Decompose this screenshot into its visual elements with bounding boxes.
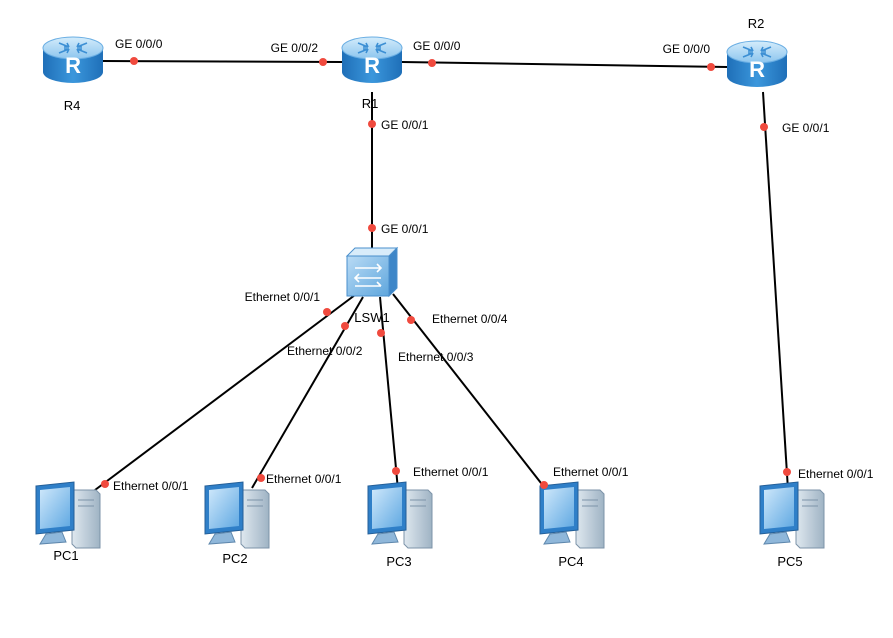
port-label-r4-r1-a: GE 0/0/0 [115,37,163,51]
switch-icon [345,246,399,298]
link-r1-r2[interactable] [401,61,728,68]
port-label-lsw1-pc4-a: Ethernet 0/0/4 [432,312,508,326]
router-icon: R [341,36,403,83]
router-r2[interactable]: R [726,40,788,87]
port-dot-r4-r1-b[interactable] [319,58,327,66]
port-dot-lsw1-pc2-a[interactable] [341,322,349,330]
ports-layer: GE 0/0/0 GE 0/0/2 GE 0/0/0 GE 0/0/0 GE 0/0/1… [101,37,874,493]
router-r1[interactable]: R [341,36,403,83]
port-dot-r4-r1-a[interactable] [130,57,138,65]
port-label-lsw1-pc1-b: Ethernet 0/0/1 [113,479,189,493]
port-dot-lsw1-pc4-b[interactable] [540,481,548,489]
port-label-lsw1-pc1-a: Ethernet 0/0/1 [245,290,321,304]
pc-icon [539,481,605,549]
pc-pc4[interactable] [539,481,605,549]
device-label-r2: R2 [748,16,765,31]
port-dot-r2-pc5-a[interactable] [760,123,768,131]
link-lsw1-pc1[interactable] [94,294,356,491]
link-r2-pc5[interactable] [762,91,789,491]
pc-icon [204,481,270,549]
device-label-r1: R1 [362,96,379,111]
pc-pc1[interactable] [35,481,101,549]
port-dot-lsw1-pc3-a[interactable] [377,329,385,337]
device-label-pc3: PC3 [386,554,411,569]
port-dot-lsw1-pc4-a[interactable] [407,316,415,324]
port-dot-lsw1-pc1-b[interactable] [101,480,109,488]
port-label-r1-lsw1-b: GE 0/0/1 [381,222,429,236]
port-label-r1-lsw1-a: GE 0/0/1 [381,118,429,132]
device-label-pc1: PC1 [53,548,78,563]
pc-pc5[interactable] [759,481,825,549]
port-dot-r2-pc5-b[interactable] [783,468,791,476]
port-dot-lsw1-pc3-b[interactable] [392,467,400,475]
router-glyph: R [65,53,81,78]
router-r4[interactable]: R [42,36,104,83]
port-label-lsw1-pc2-b: Ethernet 0/0/1 [266,472,342,486]
router-icon: R [726,40,788,87]
device-label-r4: R4 [64,98,81,113]
pc-icon [759,481,825,549]
pc-pc3[interactable] [367,481,433,549]
port-label-lsw1-pc3-a: Ethernet 0/0/3 [398,350,474,364]
pc-icon [35,481,101,549]
port-label-r1-r2-a: GE 0/0/0 [413,39,461,53]
port-dot-lsw1-pc1-a[interactable] [323,308,331,316]
router-glyph: R [749,57,765,82]
device-label-pc5: PC5 [777,554,802,569]
port-label-r1-r2-b: GE 0/0/0 [663,42,711,56]
port-dot-r1-lsw1-a[interactable] [368,120,376,128]
pc-pc2[interactable] [204,481,270,549]
link-lsw1-pc4[interactable] [392,293,549,493]
port-dot-r1-r2-b[interactable] [707,63,715,71]
pc-icon [367,481,433,549]
device-label-pc4: PC4 [558,554,583,569]
port-dot-r1-r2-a[interactable] [428,59,436,67]
port-dot-lsw1-pc2-b[interactable] [257,474,265,482]
router-icon: R [42,36,104,83]
device-label-pc2: PC2 [222,551,247,566]
device-label-lsw1: LSW1 [354,310,389,325]
links-layer [94,60,789,493]
router-glyph: R [364,53,380,78]
port-label-r4-r1-b: GE 0/0/2 [271,41,319,55]
port-label-lsw1-pc3-b: Ethernet 0/0/1 [413,465,489,479]
port-label-lsw1-pc2-a: Ethernet 0/0/2 [287,344,363,358]
port-label-r2-pc5-a: GE 0/0/1 [782,121,830,135]
link-r4-r1[interactable] [102,60,343,63]
port-dot-r1-lsw1-b[interactable] [368,224,376,232]
port-label-r2-pc5-b: Ethernet 0/0/1 [798,467,874,481]
port-label-lsw1-pc4-b: Ethernet 0/0/1 [553,465,629,479]
switch-lsw1[interactable] [345,246,399,298]
link-lsw1-pc3[interactable] [379,296,399,491]
